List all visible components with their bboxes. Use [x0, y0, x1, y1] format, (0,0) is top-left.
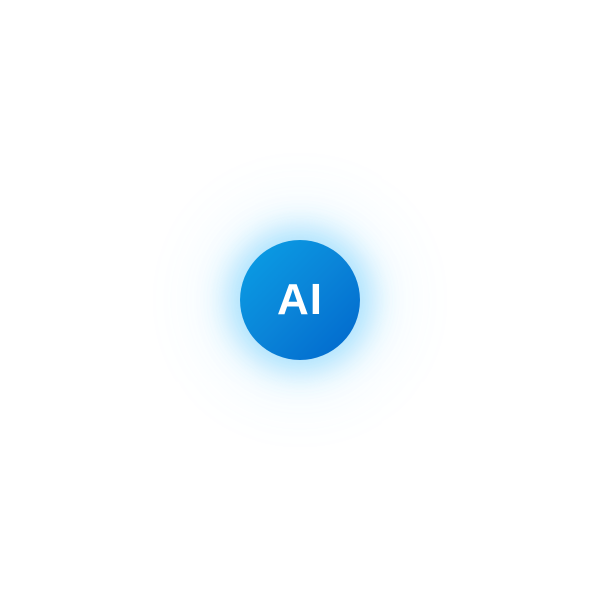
ai-assistant-button[interactable]: AI: [240, 240, 360, 360]
ai-assistant-label: AI: [277, 275, 323, 324]
